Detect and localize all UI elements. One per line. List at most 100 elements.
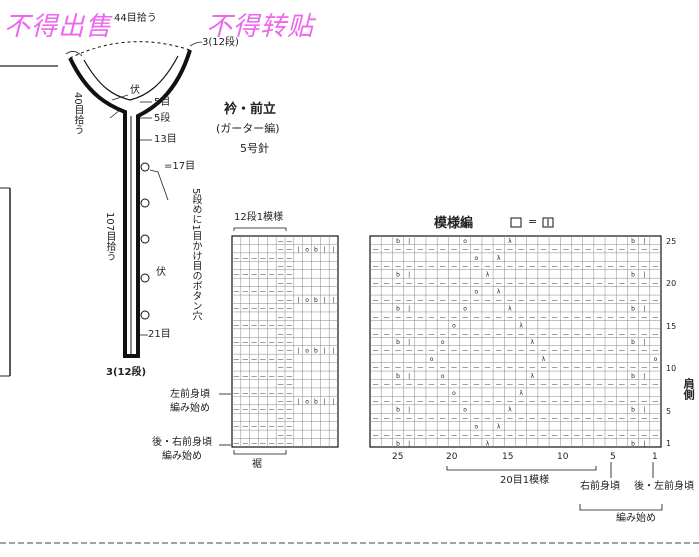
- col-number-1: 1: [652, 452, 658, 462]
- chart-symbol: —: [540, 263, 546, 270]
- chart-symbol: —: [269, 289, 275, 296]
- chart-symbol: |: [643, 272, 645, 279]
- chart-symbol: —: [462, 246, 468, 253]
- chart-symbol: —: [278, 331, 284, 338]
- chart-symbol: —: [529, 280, 535, 287]
- hem-bracket: [233, 450, 287, 455]
- chart-symbol: λ: [542, 356, 546, 363]
- chart-symbol: —: [641, 415, 647, 422]
- chart-symbol: —: [596, 398, 602, 405]
- chart-symbol: —: [406, 263, 412, 270]
- chart-symbol: —: [473, 381, 479, 388]
- chart-symbol: —: [278, 339, 284, 346]
- left-repeat-label: 12段1模様: [234, 212, 284, 223]
- chart-symbol: b: [396, 272, 400, 279]
- main-repeat-bracket: [446, 466, 597, 471]
- col-number-5: 5: [610, 452, 616, 462]
- chart-symbol: —: [507, 432, 513, 439]
- needle-size: 5号針: [240, 142, 269, 155]
- chart-symbol: —: [596, 381, 602, 388]
- chart-symbol: —: [286, 238, 292, 245]
- chart-symbol: b: [396, 373, 400, 380]
- chart-symbol: —: [496, 331, 502, 338]
- chart-symbol: —: [507, 415, 513, 422]
- chart-symbol: —: [540, 432, 546, 439]
- chart-symbol: —: [652, 432, 658, 439]
- chart-symbol: λ: [508, 407, 512, 414]
- chart-symbol: —: [608, 381, 614, 388]
- chart-symbol: —: [574, 314, 580, 321]
- chart-symbol: —: [286, 314, 292, 321]
- chart-symbol: —: [563, 365, 569, 372]
- chart-symbol: —: [596, 415, 602, 422]
- chart-symbol: —: [507, 348, 513, 355]
- chart-symbol: —: [518, 314, 524, 321]
- chart-symbol: —: [242, 424, 248, 431]
- chart-symbol: —: [473, 432, 479, 439]
- chart-symbol: —: [260, 356, 266, 363]
- chart-symbol: —: [518, 365, 524, 372]
- chart-symbol: —: [242, 390, 248, 397]
- chart-symbol: λ: [497, 289, 501, 296]
- chart-symbol: —: [269, 441, 275, 448]
- chart-symbol: —: [608, 415, 614, 422]
- chart-symbol: —: [473, 314, 479, 321]
- chart-symbol: —: [608, 398, 614, 405]
- chart-symbol: —: [485, 331, 491, 338]
- collar-top-rows: 3(12段): [202, 37, 239, 48]
- chart-symbol: —: [429, 348, 435, 355]
- chart-symbol: —: [384, 280, 390, 287]
- chart-symbol: —: [462, 398, 468, 405]
- chart-symbol: —: [496, 415, 502, 422]
- chart-symbol: —: [278, 322, 284, 329]
- chart-symbol: —: [552, 297, 558, 304]
- chart-symbol: —: [278, 246, 284, 253]
- chart-symbol: —: [384, 263, 390, 270]
- chart-symbol: —: [540, 331, 546, 338]
- chart-symbol: —: [585, 314, 591, 321]
- chart-symbol: —: [507, 331, 513, 338]
- chart-symbol: —: [552, 314, 558, 321]
- chart-symbol: —: [395, 314, 401, 321]
- chart-symbol: —: [233, 424, 239, 431]
- chart-symbol: —: [529, 263, 535, 270]
- chart-symbol: —: [286, 415, 292, 422]
- chart-symbol: —: [395, 432, 401, 439]
- start-label: 編み始め: [616, 513, 656, 524]
- chart-symbol: —: [485, 280, 491, 287]
- chart-symbol: —: [286, 407, 292, 414]
- chart-symbol: —: [552, 280, 558, 287]
- chart-symbol: —: [269, 373, 275, 380]
- chart-symbol: —: [395, 263, 401, 270]
- chart-symbol: b: [396, 305, 400, 312]
- chart-symbol: |: [408, 272, 410, 279]
- chart-symbol: —: [652, 331, 658, 338]
- chart-symbol: —: [233, 289, 239, 296]
- chart-symbol: —: [373, 398, 379, 405]
- chart-symbol: —: [373, 381, 379, 388]
- chart-symbol: —: [630, 246, 636, 253]
- chart-symbol: —: [451, 365, 457, 372]
- chart-symbol: —: [619, 365, 625, 372]
- chart-symbol: —: [630, 263, 636, 270]
- chart-symbol: —: [473, 246, 479, 253]
- chart-symbol: —: [373, 246, 379, 253]
- back-left-front-label: 後・左前身頃: [634, 481, 694, 492]
- back-right-start-2: 編み始め: [162, 451, 202, 462]
- chart-symbol: —: [286, 381, 292, 388]
- chart-symbol: —: [417, 365, 423, 372]
- chart-symbol: —: [278, 297, 284, 304]
- chart-symbol: —: [608, 348, 614, 355]
- chart-symbol: —: [462, 297, 468, 304]
- chart-symbol: —: [278, 415, 284, 422]
- chart-symbol: —: [596, 331, 602, 338]
- chart-symbol: —: [652, 246, 658, 253]
- chart-symbol: —: [242, 441, 248, 448]
- collar-stitch-21: 21目: [148, 329, 171, 340]
- chart-symbol: —: [429, 263, 435, 270]
- chart-symbol: —: [574, 365, 580, 372]
- watermark-left: 不得出售: [4, 12, 113, 42]
- chart-symbol: —: [496, 280, 502, 287]
- chart-symbol: —: [242, 373, 248, 380]
